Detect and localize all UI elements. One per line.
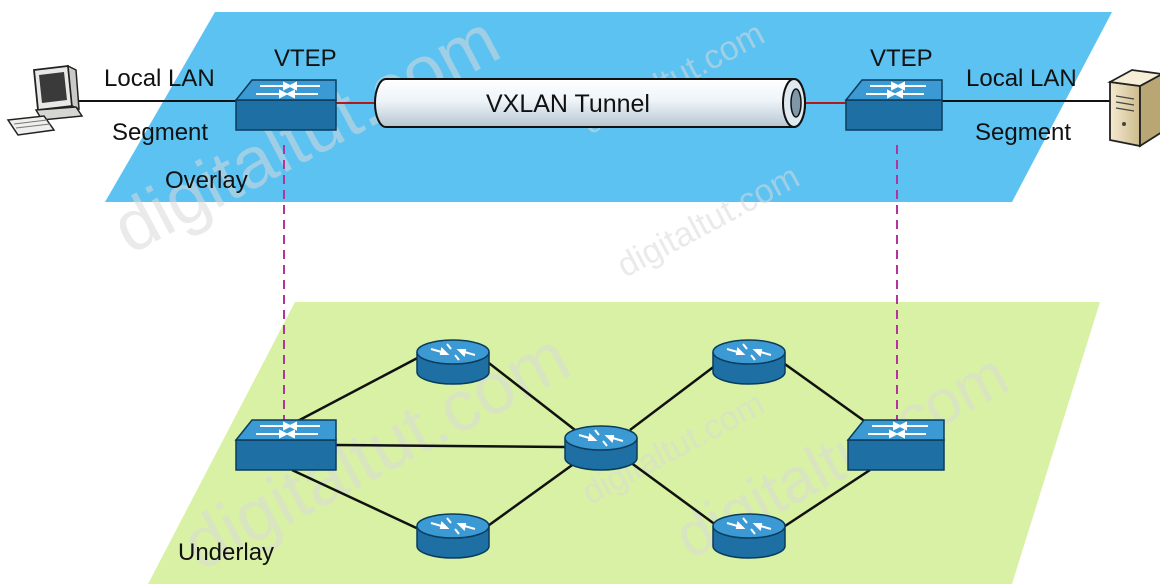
overlay-label: Overlay xyxy=(165,167,248,194)
link-lswitch-rtop1 xyxy=(291,352,426,426)
link-lswitch-rcenter xyxy=(335,443,566,449)
switch-icon xyxy=(846,419,945,471)
switch-icon xyxy=(234,79,337,131)
link-rcenter-rtop2 xyxy=(629,361,721,431)
right-vtep-label: VTEP xyxy=(870,45,933,72)
tunnel-label: VXLAN Tunnel xyxy=(486,90,650,118)
left-vtep-label: VTEP xyxy=(274,45,337,72)
router-icon xyxy=(416,339,490,385)
switch-icon xyxy=(234,419,337,471)
link-rbot2-rswitch xyxy=(781,468,871,530)
right-lan-label-line2: Segment xyxy=(975,119,1071,146)
router-icon xyxy=(712,339,786,385)
router-icon xyxy=(416,513,490,559)
link-rbot1-rcenter xyxy=(484,461,576,530)
underlay-label: Underlay xyxy=(178,539,274,566)
workstation-icon xyxy=(6,64,84,136)
underlay-links xyxy=(291,352,871,534)
router-icon xyxy=(712,513,786,559)
server-icon xyxy=(1107,69,1160,148)
vxlan-tunnel: VXLAN Tunnel xyxy=(374,78,806,128)
right-lan-label-line1: Local LAN xyxy=(966,65,1077,92)
left-lan-label-line2: Segment xyxy=(112,119,208,146)
switch-icon xyxy=(844,79,943,131)
link-rtop1-rcenter xyxy=(484,359,576,431)
link-lswitch-rbot1 xyxy=(291,468,426,534)
link-rtop2-rswitch xyxy=(781,360,871,427)
left-lan-label-line1: Local LAN xyxy=(104,65,215,92)
router-icon xyxy=(564,425,638,471)
link-rcenter-rbot2 xyxy=(629,460,721,530)
